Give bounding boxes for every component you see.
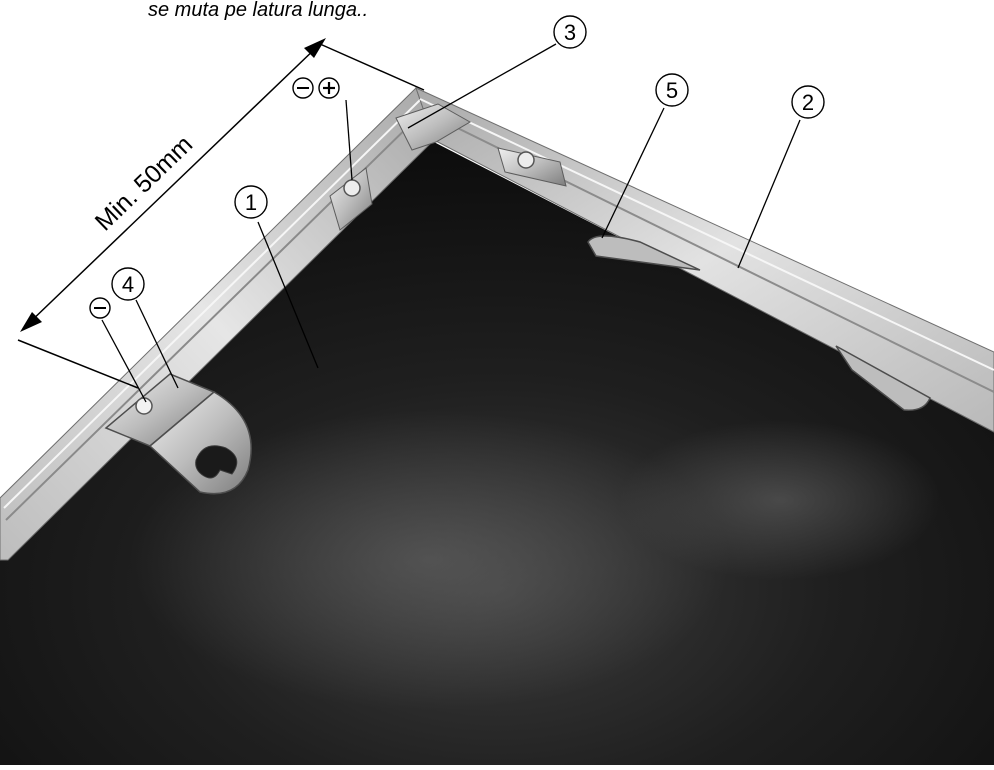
- screw-plate-left: [329, 167, 373, 231]
- extension-line-bottom: [17, 339, 139, 389]
- screw-plate-right: [497, 147, 567, 187]
- dimension-arrowhead-top: [304, 38, 326, 58]
- leader-4: [135, 299, 179, 389]
- extension-line-top: [319, 43, 425, 91]
- callout-4: 4: [111, 267, 145, 301]
- spring-clip-2: [835, 345, 931, 411]
- callout-4-label: 4: [122, 272, 134, 297]
- callout-1-label: 1: [245, 190, 257, 215]
- callout-2-label: 2: [802, 90, 814, 115]
- leather-sheen-2: [620, 420, 940, 580]
- screw-right: [517, 151, 535, 169]
- spring-clip-1: [587, 235, 701, 271]
- right-rail-highlight: [419, 98, 994, 371]
- plus-circle-icon: [318, 77, 340, 99]
- leader-minus-top: [345, 99, 353, 181]
- minus-circle-icon: [292, 77, 314, 99]
- callout-5-label: 5: [666, 78, 678, 103]
- caption-text: se muta pe latura lunga..: [148, 0, 368, 21]
- dimension-arrowhead-bottom: [20, 312, 42, 332]
- callout-5: 5: [655, 73, 689, 107]
- leader-5: [601, 107, 665, 239]
- leader-1: [257, 221, 319, 369]
- callout-2: 2: [791, 85, 825, 119]
- dimension-line: [25, 43, 321, 327]
- minus-circle-icon: [89, 297, 111, 319]
- dimension-annotation: [17, 43, 425, 389]
- screw-left: [343, 179, 361, 197]
- leader-lines: [101, 43, 801, 403]
- leather-sheen: [130, 410, 730, 710]
- leader-3: [407, 43, 557, 129]
- callout-1: 1: [234, 185, 268, 219]
- hanger-bracket: [104, 373, 252, 495]
- callout-3: 3: [553, 15, 587, 49]
- corner-connector: [395, 103, 472, 151]
- dimension-label: Min. 50mm: [90, 130, 198, 236]
- callout-3-label: 3: [564, 20, 576, 45]
- leader-minus-bottom: [101, 319, 147, 403]
- leader-2: [737, 119, 801, 269]
